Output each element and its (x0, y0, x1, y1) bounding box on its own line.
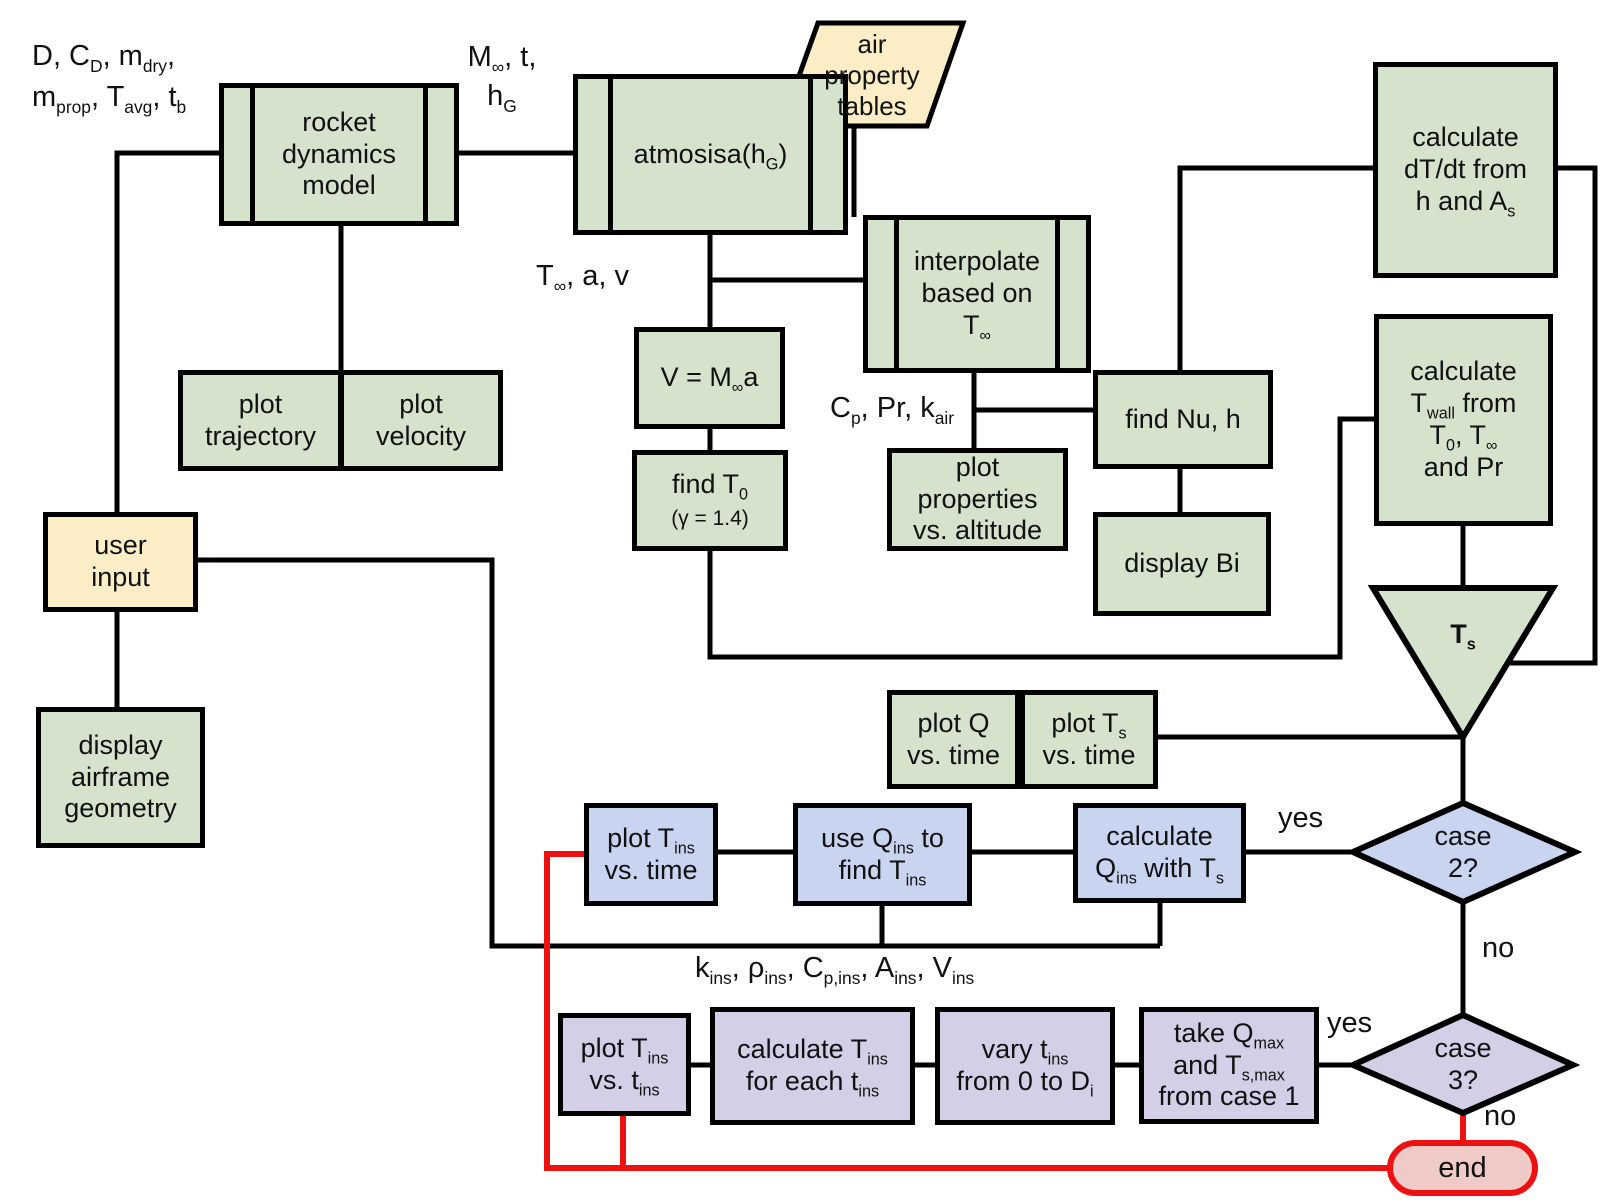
label-case2-no: no (1482, 932, 1515, 964)
label-case2-yes: yes (1278, 802, 1324, 834)
node-v-equals-ma: V = M∞a (634, 327, 785, 429)
subroutine-bar (1055, 220, 1060, 368)
node-ts-triangle: Ts (1403, 600, 1523, 670)
node-label: find T0(γ = 1.4) (671, 468, 749, 530)
subroutine-bar (894, 220, 899, 368)
node-find-nu-h: find Nu, h (1093, 370, 1273, 469)
edge-findt0-to-twall (707, 416, 1376, 660)
edge-findnu-to-calcdtdt (1177, 165, 1375, 372)
label-case3-yes: yes (1327, 1007, 1373, 1039)
node-end: end (1387, 1140, 1538, 1196)
ts-triangle-shape (1367, 585, 1559, 743)
edge-inputs-to-rocket-and-user-input (114, 150, 222, 512)
edge-red-plottins-to-end (544, 851, 1390, 1171)
node-atmosisa: atmosisa(hG) (573, 74, 848, 235)
node-label: find Nu, h (1125, 403, 1241, 434)
node-find-t0: find T0(γ = 1.4) (632, 450, 788, 551)
label-atmos-out: T∞, a, v (536, 260, 629, 296)
case2-diamond-shape (1345, 799, 1583, 906)
label-insulation-props: kins, ρins, Cp,ins, Ains, Vins (695, 952, 975, 988)
label-rocket-inputs: D, CD, mdry,mprop, Tavg, tb (32, 40, 187, 117)
node-label: end (1438, 1151, 1487, 1184)
subroutine-bar (808, 79, 813, 230)
subroutine-bar (423, 88, 428, 221)
edge-calcdtdt-to-triangle (1508, 165, 1598, 666)
node-label: display Bi (1124, 548, 1240, 579)
subroutine-bar (608, 79, 613, 230)
node-label: atmosisa(hG) (633, 138, 788, 173)
edge-userinput-to-insulation (195, 557, 1160, 949)
label-mach-out: M∞, t,hG (467, 41, 537, 116)
node-label: V = M∞a (660, 362, 759, 397)
case3-diamond-shape (1345, 1011, 1581, 1117)
label-interp-out: Cp, Pr, kair (830, 392, 955, 428)
subroutine-bar (250, 88, 255, 221)
node-label: Ts (1450, 619, 1476, 654)
node-display-bi: display Bi (1093, 512, 1271, 616)
label-case3-no: no (1484, 1100, 1517, 1132)
